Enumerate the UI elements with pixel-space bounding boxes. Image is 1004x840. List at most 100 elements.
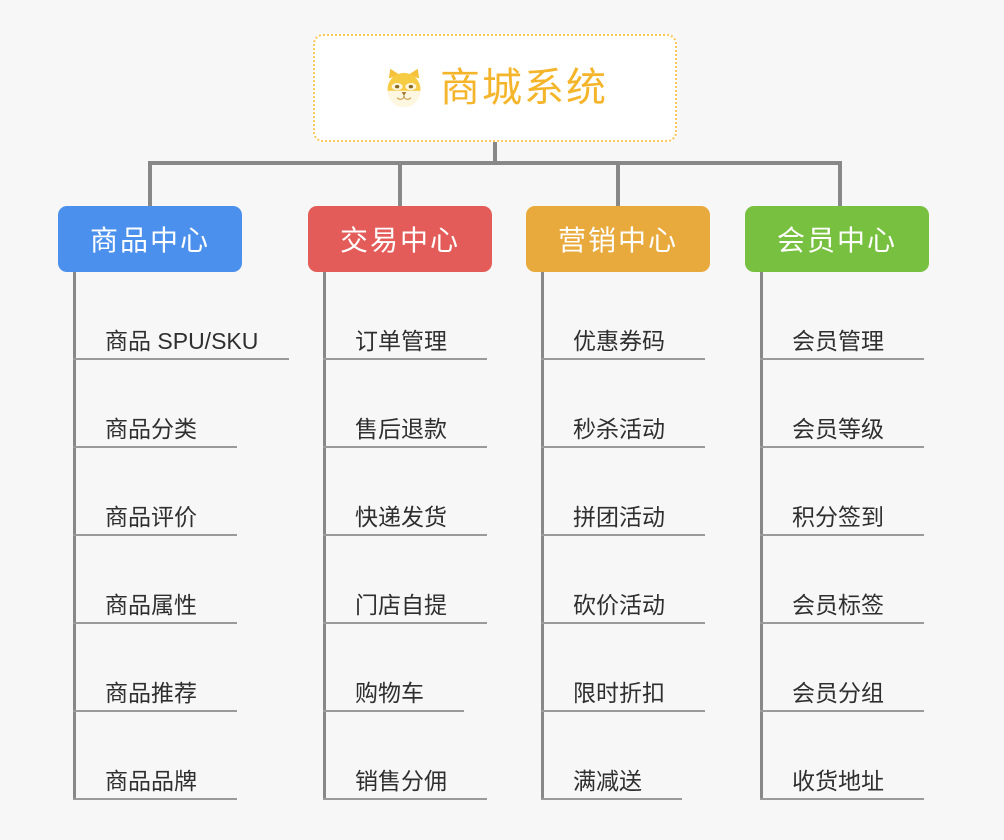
category-box[interactable]: 会员中心 [745,206,929,272]
leaf-item[interactable]: 门店自提 [323,536,492,624]
leaf-label: 商品评价 [105,504,197,530]
connector-drop-1 [148,161,152,207]
branch-spine [541,272,544,800]
leaf-underline [323,710,464,712]
root-title: 商城系统 [440,66,608,110]
leaf-label: 收货地址 [792,768,884,794]
connector-drop-4 [838,161,842,207]
leaf-label: 优惠券码 [573,328,665,354]
leaf-label: 会员管理 [792,328,884,354]
leaf-underline [73,798,237,800]
branch-column: 交易中心订单管理售后退款快递发货门店自提购物车销售分佣 [308,206,492,800]
leaf-item[interactable]: 满减送 [541,712,710,800]
leaf-underline [541,446,705,448]
leaf-underline [541,534,705,536]
root-node[interactable]: 商城系统 [313,34,677,142]
leaf-item[interactable]: 商品品牌 [73,712,258,800]
category-label: 商品中心 [89,225,210,256]
connector-drop-3 [616,161,620,207]
leaf-underline [323,798,487,800]
leaf-label: 快递发货 [355,504,447,530]
leaf-underline [760,710,924,712]
leaf-label: 会员分组 [792,680,884,706]
leaf-label: 会员等级 [792,416,884,442]
leaf-item[interactable]: 商品分类 [73,360,258,448]
leaf-underline [73,710,237,712]
leaf-underline [73,534,237,536]
branch-column: 会员中心会员管理会员等级积分签到会员标签会员分组收货地址 [745,206,929,800]
leaf-list: 优惠券码秒杀活动拼团活动砍价活动限时折扣满减送 [526,272,710,800]
leaf-item[interactable]: 商品推荐 [73,624,258,712]
leaf-item[interactable]: 会员等级 [760,360,929,448]
connector-drop-2 [398,161,402,207]
category-box[interactable]: 商品中心 [58,206,242,272]
category-label: 交易中心 [339,225,460,256]
leaf-label: 满减送 [573,768,642,794]
leaf-label: 门店自提 [355,592,447,618]
leaf-label: 拼团活动 [573,504,665,530]
leaf-label: 秒杀活动 [573,416,665,442]
leaf-underline [73,358,289,360]
connector-horizontal-bus [148,161,842,165]
leaf-label: 商品品牌 [105,768,197,794]
leaf-item[interactable]: 收货地址 [760,712,929,800]
leaf-item[interactable]: 订单管理 [323,272,492,360]
category-label: 营销中心 [557,225,678,256]
leaf-label: 商品分类 [105,416,197,442]
leaf-underline [760,446,924,448]
leaf-underline [541,622,705,624]
leaf-list: 商品 SPU/SKU 商品分类商品评价商品属性商品推荐商品品牌 [58,272,289,800]
leaf-label: 商品推荐 [105,680,197,706]
branch-spine [73,272,76,800]
leaf-underline [760,534,924,536]
leaf-label: 积分签到 [792,504,884,530]
leaf-item[interactable]: 会员分组 [760,624,929,712]
leaf-item[interactable]: 销售分佣 [323,712,492,800]
leaf-list: 会员管理会员等级积分签到会员标签会员分组收货地址 [745,272,929,800]
leaf-underline [323,446,487,448]
leaf-label: 商品 SPU/SKU [105,328,259,354]
leaf-underline [541,358,705,360]
leaf-item[interactable]: 积分签到 [760,448,929,536]
category-label: 会员中心 [776,225,897,256]
leaf-underline [323,534,487,536]
leaf-label: 限时折扣 [573,680,665,706]
leaf-item[interactable]: 商品属性 [73,536,258,624]
leaf-underline [760,622,924,624]
branch-spine [760,272,763,800]
leaf-underline [760,798,924,800]
leaf-item[interactable]: 砍价活动 [541,536,710,624]
category-box[interactable]: 交易中心 [308,206,492,272]
shiba-dog-face-icon [382,66,426,110]
leaf-item[interactable]: 售后退款 [323,360,492,448]
leaf-underline [541,710,705,712]
leaf-item[interactable]: 优惠券码 [541,272,710,360]
leaf-item[interactable]: 快递发货 [323,448,492,536]
category-box[interactable]: 营销中心 [526,206,710,272]
leaf-label: 订单管理 [355,328,447,354]
leaf-item[interactable]: 会员标签 [760,536,929,624]
leaf-label: 销售分佣 [355,768,447,794]
leaf-item[interactable]: 商品 SPU/SKU [73,272,289,360]
leaf-underline [323,622,487,624]
leaf-item[interactable]: 会员管理 [760,272,929,360]
leaf-item[interactable]: 商品评价 [73,448,258,536]
branch-column: 营销中心优惠券码秒杀活动拼团活动砍价活动限时折扣满减送 [526,206,710,800]
leaf-label: 商品属性 [105,592,197,618]
branch-column: 商品中心商品 SPU/SKU 商品分类商品评价商品属性商品推荐商品品牌 [58,206,289,800]
leaf-label: 售后退款 [355,416,447,442]
branch-spine [323,272,326,800]
leaf-item[interactable]: 拼团活动 [541,448,710,536]
leaf-item[interactable]: 限时折扣 [541,624,710,712]
connector-root-stem [493,142,497,164]
leaf-underline [73,446,237,448]
leaf-label: 购物车 [355,680,424,706]
leaf-item[interactable]: 秒杀活动 [541,360,710,448]
leaf-list: 订单管理售后退款快递发货门店自提购物车销售分佣 [308,272,492,800]
leaf-label: 砍价活动 [573,592,665,618]
leaf-underline [323,358,487,360]
leaf-item[interactable]: 购物车 [323,624,492,712]
leaf-underline [760,358,924,360]
leaf-underline [73,622,237,624]
